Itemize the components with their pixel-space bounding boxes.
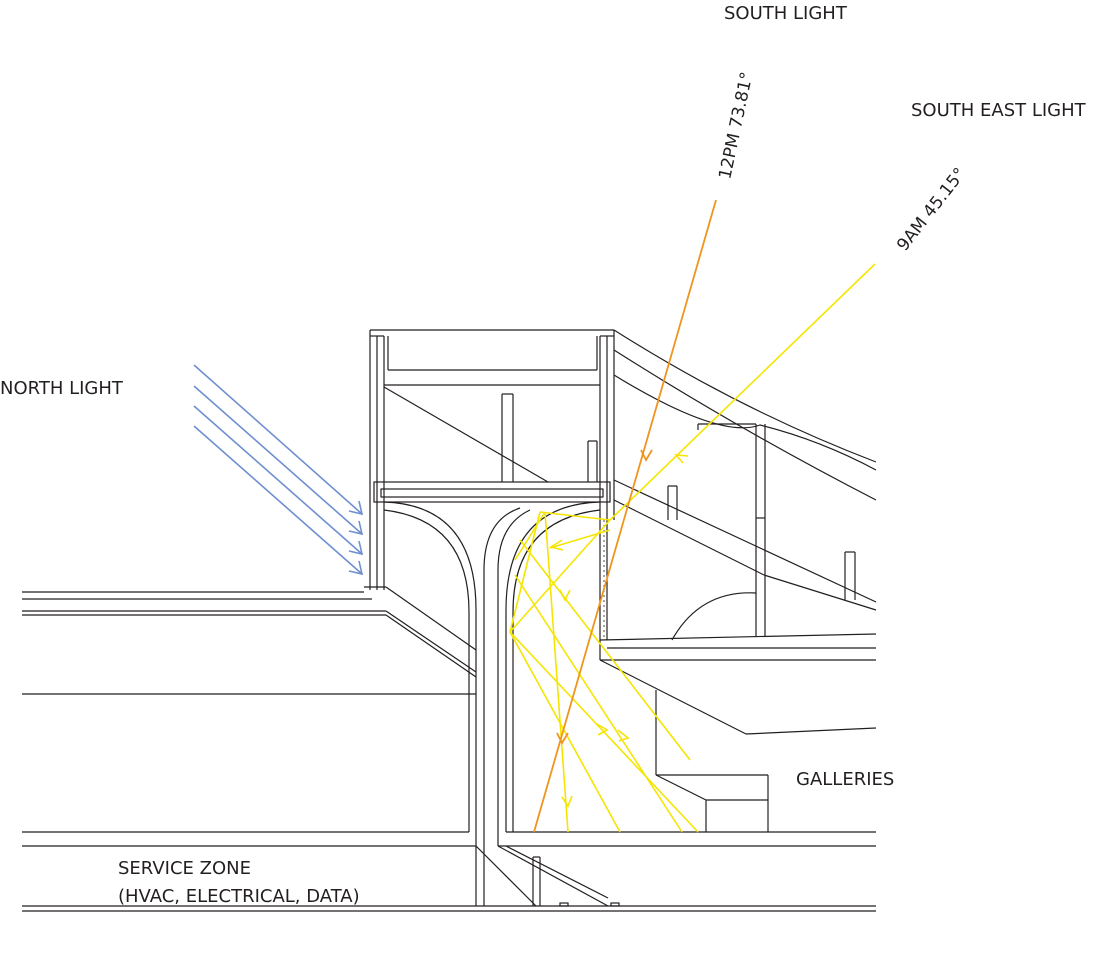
north-light-label: NORTH LIGHT (0, 378, 124, 399)
south-light-ray (533, 199, 717, 833)
service-zone-label: SERVICE ZONE (118, 858, 251, 879)
north-light-ray (193, 385, 364, 536)
north-light-ray (193, 364, 364, 516)
morning-sun-angle-label: 9AM 45.15° (893, 164, 970, 255)
galleries-label: GALLERIES (796, 769, 894, 790)
north-light-ray (193, 425, 364, 576)
gallery-ceiling (599, 633, 877, 832)
left-roof-deck (22, 586, 477, 695)
clerestory-lantern (369, 329, 615, 590)
building-section (22, 329, 877, 912)
south-east-light-rays (509, 263, 876, 833)
north-light-ray (193, 405, 364, 556)
south-east-light-label: SOUTH EAST LIGHT (911, 100, 1087, 121)
south-light-label: SOUTH LIGHT (724, 3, 848, 24)
north-light-rays (193, 364, 364, 576)
service-zone-detail-label: (HVAC, ELECTRICAL, DATA) (118, 886, 360, 907)
noon-sun-angle-label: 12PM 73.81° (715, 70, 757, 181)
right-sloped-roof (613, 329, 877, 641)
